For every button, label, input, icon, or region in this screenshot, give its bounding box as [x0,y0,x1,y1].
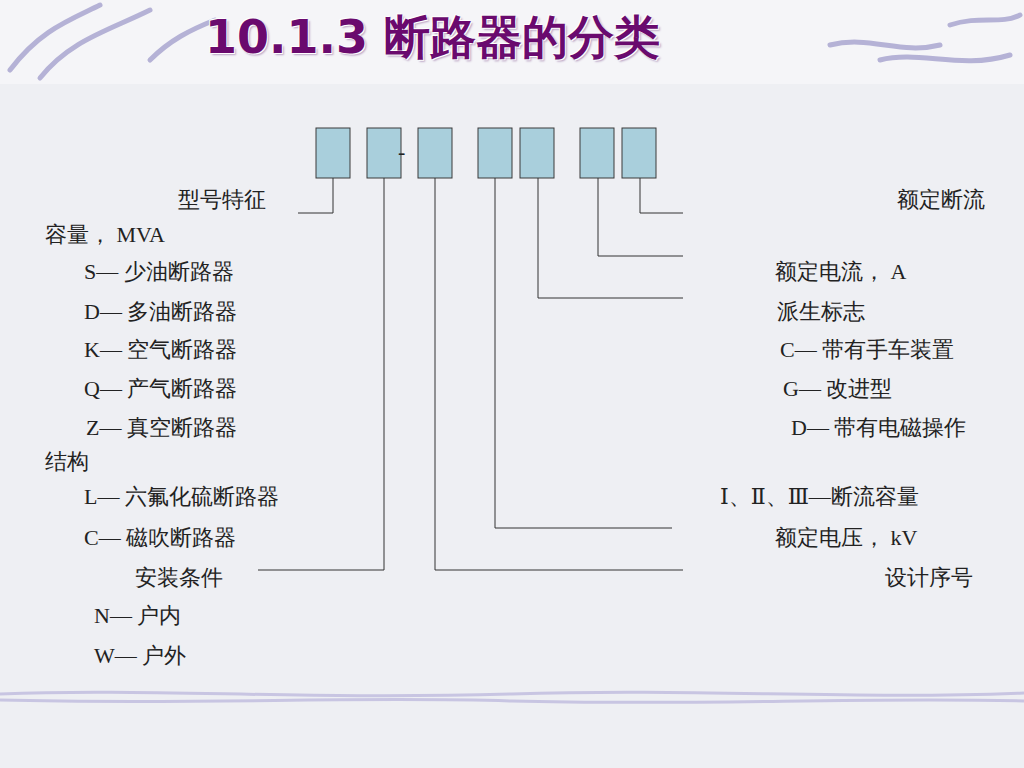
label-text: D— 带有电磁操作 [791,416,966,440]
slide-title: 10.1.3 断路器的分类 [205,12,660,63]
header-band [0,0,1024,84]
label-text: D— 多油断路器 [84,300,237,324]
label-text: 容量， MVA [45,223,165,247]
label-text: Z— 真空断路器 [86,416,237,440]
label-text: 安装条件 [135,566,223,590]
label-text: - [398,140,405,164]
label-text: K— 空气断路器 [84,338,237,362]
label-text: W— 户外 [94,644,186,668]
label-text: N— 户内 [94,604,181,628]
header-swirls [10,5,1020,78]
label-text: 结构 [45,450,89,474]
label-text: C— 磁吹断路器 [84,526,236,550]
footer-waves [0,692,1024,702]
label-text: 设计序号 [885,566,973,590]
label-text: S— 少油断路器 [84,260,234,284]
label-text: 型号特征 [178,188,266,212]
label-text: Ⅰ、Ⅱ、Ⅲ—断流容量 [720,485,919,509]
label-text: Q— 产气断路器 [84,377,237,401]
label-text: 额定断流 [897,188,985,212]
label-text: L— 六氟化硫断路器 [84,485,279,509]
leader-lines [258,178,683,570]
label-text: 额定电压， kV [775,526,917,550]
label-text: C— 带有手车装置 [780,338,954,362]
code-boxes [316,128,656,178]
label-text: G— 改进型 [783,377,892,401]
label-text: 派生标志 [777,300,865,324]
label-text: 额定电流， A [775,260,906,284]
